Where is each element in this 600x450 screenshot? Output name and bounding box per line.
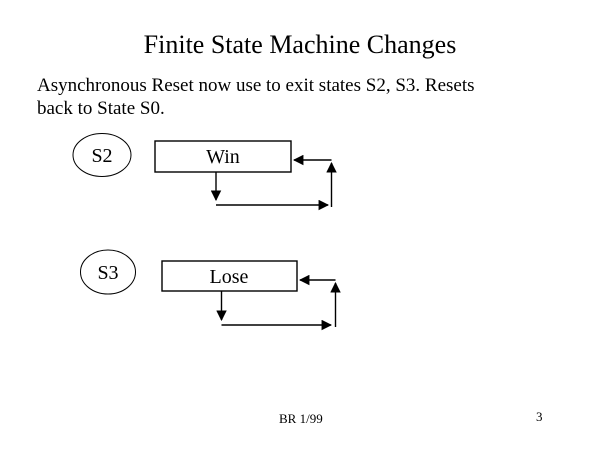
body-text-line-2: back to State S0.: [37, 98, 165, 119]
state-ellipse-s2: [72, 133, 132, 177]
lose-box: [161, 260, 298, 292]
body-text-line-1: Asynchronous Reset now use to exit state…: [37, 75, 475, 96]
state-label-s3: S3: [97, 262, 118, 284]
win-box: [154, 140, 292, 173]
state-ellipse-s3: [80, 249, 136, 295]
slide-title: Finite State Machine Changes: [143, 30, 457, 59]
lose-box-label: Lose: [210, 266, 249, 288]
page-number: 3: [536, 409, 543, 424]
footer-author-date: BR 1/99: [279, 411, 323, 426]
body-text: Asynchronous Reset now use to exit state…: [37, 74, 475, 120]
state-label-s2: S2: [91, 145, 112, 167]
win-box-label: Win: [206, 146, 240, 168]
